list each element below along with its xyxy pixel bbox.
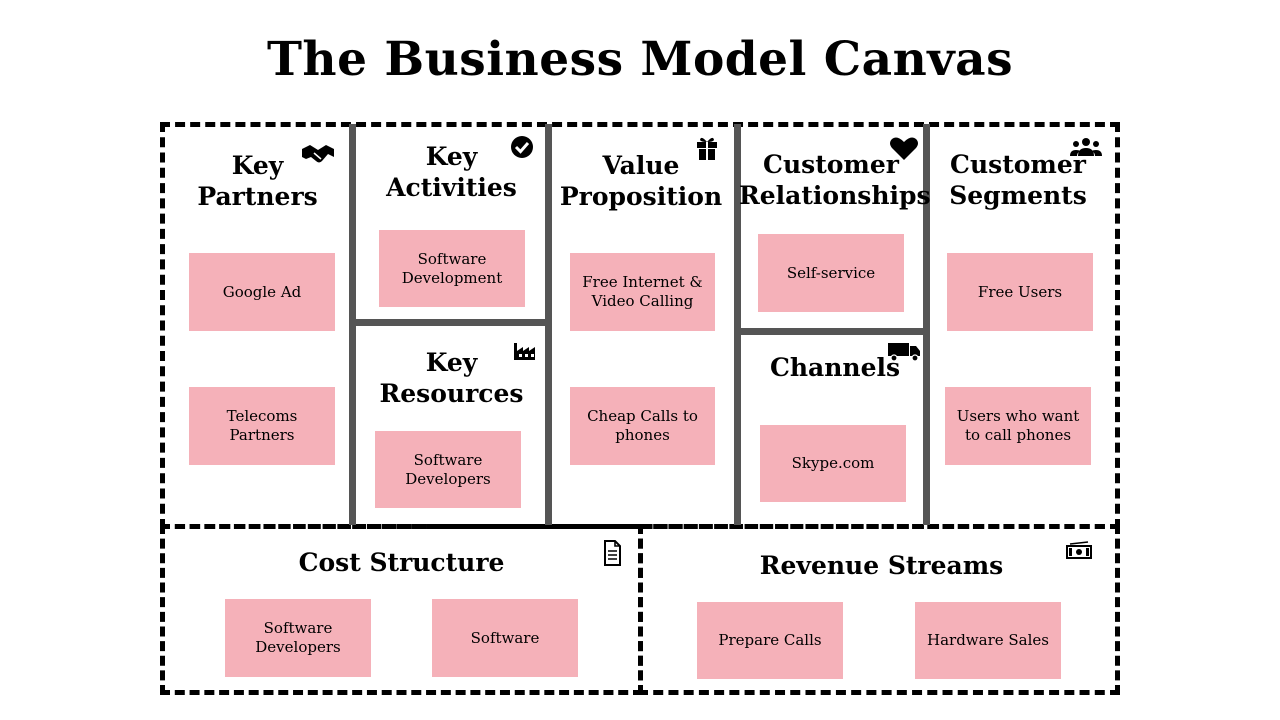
customer-segments-note-2: Users who want to call phones (945, 387, 1091, 465)
channels-heading: Channels (769, 353, 901, 382)
divider-activities-resources (352, 319, 548, 326)
key-partners-note-2: Telecoms Partners (189, 387, 335, 465)
users-icon (1068, 132, 1104, 162)
checkmark-icon (504, 132, 540, 162)
customer-segments-note-1: Free Users (947, 253, 1093, 331)
key-resources-heading: Key Resources (379, 348, 524, 408)
divider-relationships-channels (737, 328, 927, 335)
cost-structure-note-2: Software (432, 599, 578, 677)
revenue-streams-note-2: Hardware Sales (915, 602, 1061, 679)
page-title: The Business Model Canvas (266, 32, 1014, 87)
customer-relationships-note-1: Self-service (758, 234, 904, 312)
customer-relationships-heading: Customer Relationships (739, 150, 931, 210)
cost-structure-note-1: Software Developers (225, 599, 371, 677)
value-proposition-note-1: Free Internet & Video Calling (570, 253, 715, 331)
heart-icon (886, 134, 922, 164)
revenue-streams-frame (638, 524, 1120, 695)
truck-icon (886, 335, 922, 365)
value-proposition-heading: Value Proposition (559, 151, 723, 211)
key-partners-heading: Key Partners (197, 151, 318, 211)
revenue-streams-note-1: Prepare Calls (697, 602, 843, 679)
gift-icon (689, 133, 725, 163)
divider-activities-value (545, 124, 552, 525)
factory-icon (505, 335, 541, 365)
key-partners-note-1: Google Ad (189, 253, 335, 331)
key-activities-note-1: Software Development (379, 230, 525, 307)
money-icon (1061, 536, 1097, 566)
customer-segments-heading: Customer Segments (949, 150, 1087, 210)
key-resources-note-1: Software Developers (375, 431, 521, 508)
value-proposition-note-2: Cheap Calls to phones (570, 387, 715, 465)
revenue-streams-heading: Revenue Streams (759, 551, 1004, 580)
key-activities-heading: Key Activities (386, 142, 517, 202)
channels-note-1: Skype.com (760, 425, 906, 502)
handshake-icon (300, 140, 336, 170)
cost-structure-heading: Cost Structure (298, 548, 505, 577)
divider-value-relationships (734, 124, 741, 525)
document-icon (594, 538, 630, 568)
divider-relationships-segments (923, 124, 930, 525)
